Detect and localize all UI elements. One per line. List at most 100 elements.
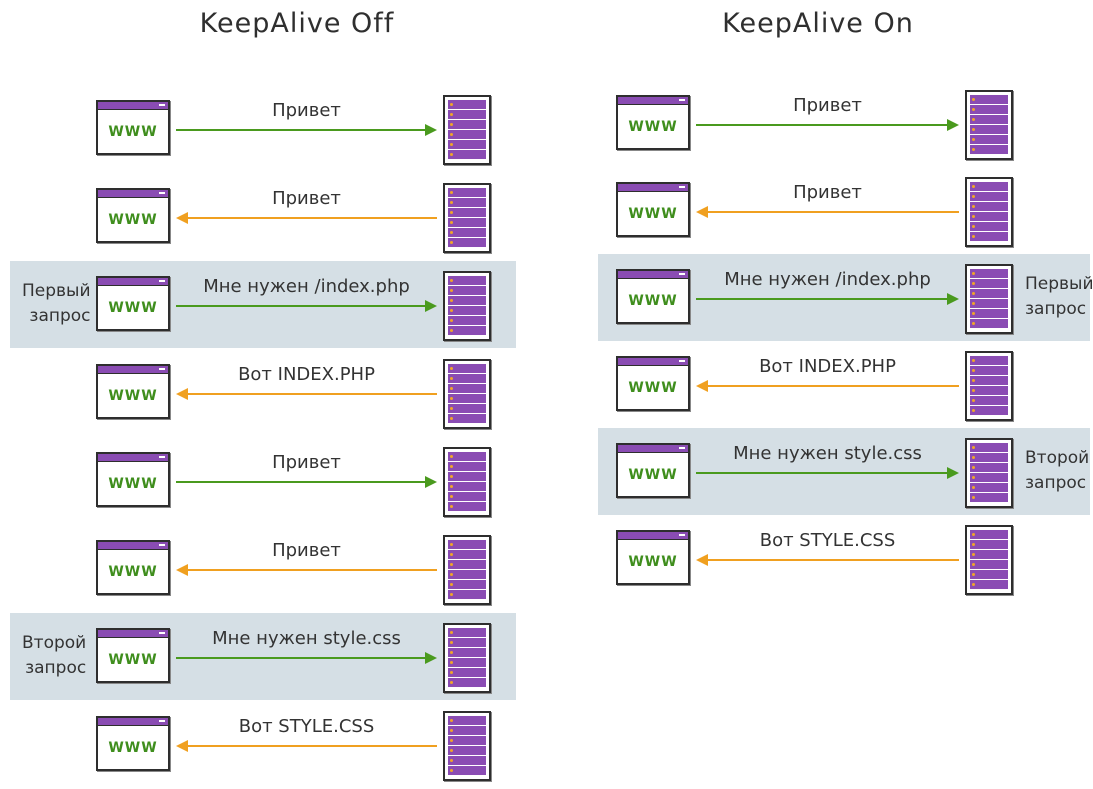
- server-slot: [448, 150, 486, 159]
- server-slot: [448, 726, 486, 735]
- arrow-head: [425, 124, 437, 136]
- browser-www-text: WWW: [108, 740, 158, 756]
- server-slot: [970, 279, 1008, 288]
- side-label-line: запрос: [1025, 299, 1087, 319]
- server-slot: [448, 678, 486, 687]
- server-slot: [970, 580, 1008, 589]
- browser-window-icon: WWW: [616, 182, 690, 237]
- server-icon: [965, 351, 1013, 421]
- server-slot: [970, 232, 1008, 241]
- server-slot: [970, 540, 1008, 549]
- browser-www-text: WWW: [628, 206, 678, 222]
- side-label-line: запрос: [1025, 473, 1087, 493]
- server-slot: [448, 276, 486, 285]
- browser-www-text: WWW: [108, 124, 158, 140]
- server-slot: [448, 316, 486, 325]
- server-slot: [448, 394, 486, 403]
- server-slot: [970, 212, 1008, 221]
- server-slot: [448, 462, 486, 471]
- server-slot: [448, 364, 486, 373]
- request-arrow: [176, 124, 437, 136]
- server-slot: [448, 414, 486, 423]
- server-slot: [448, 502, 486, 511]
- server-slot: [448, 756, 486, 765]
- server-slot: [448, 238, 486, 247]
- browser-www-text: WWW: [628, 119, 678, 135]
- browser-title-bar: [98, 366, 168, 374]
- server-icon: [443, 623, 491, 693]
- arrow-head: [947, 293, 959, 305]
- exchange-row: WWW Вот INDEX.PHP: [616, 351, 1015, 421]
- server-slot: [970, 376, 1008, 385]
- server-icon: [965, 438, 1013, 508]
- arrow-head: [176, 740, 188, 752]
- request-side-label: Первый запрос: [1025, 272, 1093, 322]
- arrow-head: [425, 652, 437, 664]
- browser-window-icon: WWW: [616, 95, 690, 150]
- server-slot: [448, 130, 486, 139]
- browser-title-bar: [618, 184, 688, 192]
- server-slot: [448, 100, 486, 109]
- browser-title-bar: [618, 445, 688, 453]
- browser-title-bar: [98, 630, 168, 638]
- browser-www-text: WWW: [628, 467, 678, 483]
- browser-title-bar: [618, 532, 688, 540]
- server-slot: [448, 286, 486, 295]
- server-slot: [448, 570, 486, 579]
- side-label-line: запрос: [29, 306, 91, 326]
- message-label: Привет: [272, 452, 341, 473]
- arrow-head: [947, 119, 959, 131]
- message-label: Привет: [272, 540, 341, 561]
- server-slot: [970, 202, 1008, 211]
- server-slot: [970, 550, 1008, 559]
- side-label-line: Первый: [22, 281, 91, 301]
- server-slot: [970, 406, 1008, 415]
- server-slot: [448, 658, 486, 667]
- server-slot: [448, 540, 486, 549]
- server-icon: [443, 183, 491, 253]
- request-arrow: [696, 119, 959, 131]
- server-slot: [448, 296, 486, 305]
- arrow-head: [176, 388, 188, 400]
- browser-title-bar: [98, 278, 168, 286]
- server-icon: [443, 447, 491, 517]
- arrow-head: [947, 467, 959, 479]
- browser-www-text: WWW: [628, 293, 678, 309]
- response-arrow: [696, 380, 959, 392]
- server-slot: [448, 306, 486, 315]
- server-slot: [448, 638, 486, 647]
- server-slot: [970, 105, 1008, 114]
- message-label: Вот STYLE.CSS: [238, 716, 375, 737]
- server-slot: [448, 120, 486, 129]
- server-slot: [448, 746, 486, 755]
- server-slot: [970, 125, 1008, 134]
- server-slot: [448, 326, 486, 335]
- side-label-line: Первый: [1025, 274, 1093, 294]
- arrow-head: [696, 206, 708, 218]
- server-slot: [970, 443, 1008, 452]
- request-arrow: [176, 300, 437, 312]
- server-slot: [448, 198, 486, 207]
- browser-window-icon: WWW: [96, 716, 170, 771]
- message-label: Вот INDEX.PHP: [759, 356, 896, 377]
- response-arrow: [176, 740, 437, 752]
- response-arrow: [176, 388, 437, 400]
- browser-title-bar: [618, 358, 688, 366]
- server-slot: [970, 182, 1008, 191]
- arrow-head: [425, 300, 437, 312]
- browser-www-text: WWW: [628, 380, 678, 396]
- browser-title-bar: [618, 271, 688, 279]
- message-label: Вот INDEX.PHP: [238, 364, 375, 385]
- arrow-head: [696, 554, 708, 566]
- server-slot: [970, 319, 1008, 328]
- browser-www-text: WWW: [108, 212, 158, 228]
- server-slot: [970, 95, 1008, 104]
- server-slot: [970, 145, 1008, 154]
